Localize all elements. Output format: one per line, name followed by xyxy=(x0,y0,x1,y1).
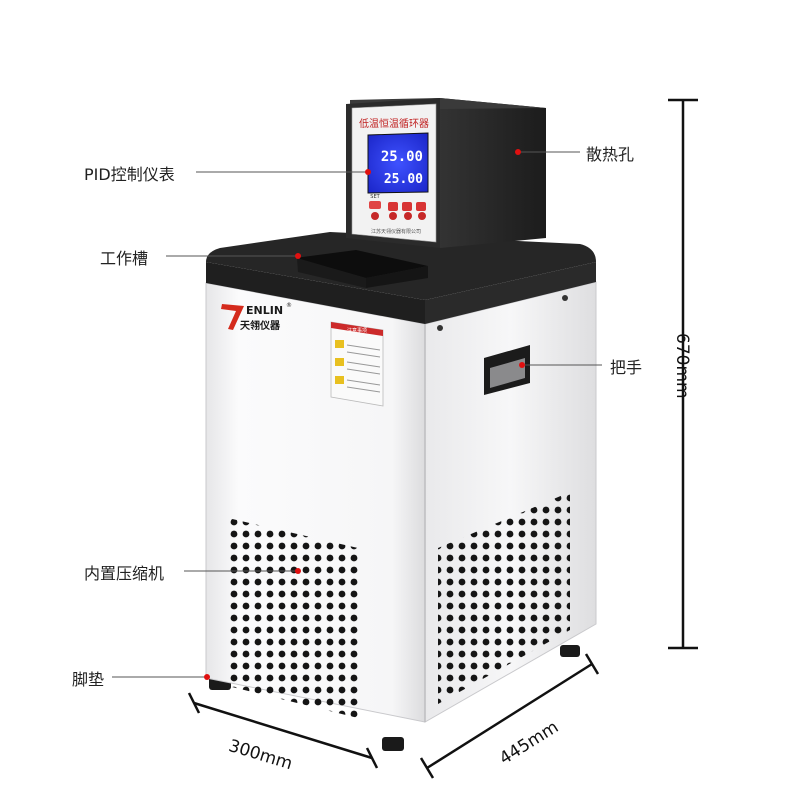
lcd-pv-value: 25.00 xyxy=(384,172,423,187)
vent-holes-side xyxy=(438,492,570,704)
brand-cn: 天翎仪器 xyxy=(240,319,281,332)
handle xyxy=(484,345,530,395)
work-tank-leader-dot xyxy=(295,253,301,259)
screw xyxy=(562,295,568,301)
callout-heat-vent: 散热孔 xyxy=(586,145,635,164)
controller-maker: 江苏天翎仪器有限公司 xyxy=(371,228,421,235)
pid-leader-dot xyxy=(365,169,371,175)
brand-logo xyxy=(221,304,244,330)
height-dimension-label: 670mm xyxy=(672,333,692,399)
width-dimension-line xyxy=(187,692,379,769)
callout-compressor: 内置压缩机 xyxy=(84,564,165,583)
lcd-set-value: 25.00 xyxy=(381,149,423,165)
work-tank xyxy=(295,250,428,288)
warning-label xyxy=(330,321,384,407)
screw xyxy=(437,325,443,331)
controller-box xyxy=(346,98,546,248)
warning-label-title: 注意事项 xyxy=(347,327,367,334)
compressor-vent-front xyxy=(228,518,358,718)
set-key: SET xyxy=(370,194,380,200)
foot-pad-leader-dot xyxy=(204,674,210,680)
callout-handle: 把手 xyxy=(610,358,643,377)
handle-leader-dot xyxy=(519,362,525,368)
callout-work-tank: 工作槽 xyxy=(100,249,149,268)
height-dimension-line xyxy=(668,98,698,650)
heat-vent-leader-dot xyxy=(515,149,521,155)
callout-foot-pad: 脚垫 xyxy=(72,670,105,689)
controller-title: 低温恒温循环器 xyxy=(359,117,429,130)
brand-name: ENLIN xyxy=(246,304,283,317)
depth-dimension-line xyxy=(419,653,600,779)
brand-trademark: ® xyxy=(286,302,292,309)
compressor-leader-dot xyxy=(295,568,301,574)
callout-pid-controller: PID控制仪表 xyxy=(84,165,175,184)
